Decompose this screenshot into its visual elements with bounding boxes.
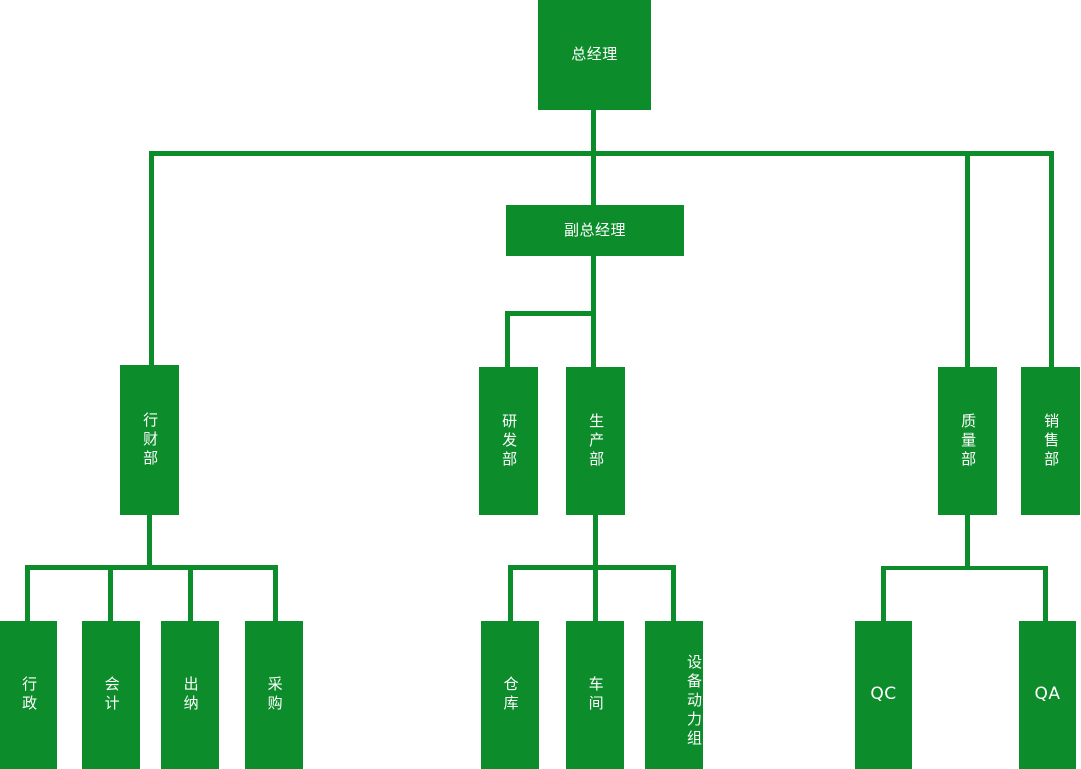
connector-quality-bus (881, 566, 1048, 570)
node-equipment-power-group[interactable]: 设备动力组 (645, 621, 703, 769)
connector-drop-administration (25, 565, 30, 623)
node-purchasing[interactable]: 采购 (245, 621, 303, 769)
node-qa[interactable]: QA (1019, 621, 1076, 769)
connector-quality-stem (965, 512, 970, 569)
connector-production-stem (593, 512, 598, 569)
connector-drop-quality (965, 151, 970, 367)
node-deputy-general-manager[interactable]: 副总经理 (506, 205, 684, 256)
connector-admin-finance-stem (147, 512, 152, 569)
node-admin-finance-dept[interactable]: 行财部 (120, 365, 179, 515)
connector-admin-finance-bus (25, 565, 278, 570)
node-production-dept[interactable]: 生产部 (566, 367, 625, 515)
connector-drop-equipment-power (671, 565, 676, 623)
node-rnd-dept[interactable]: 研发部 (479, 367, 538, 515)
connector-drop-purchasing (273, 565, 278, 623)
connector-deputy-branch-bus (505, 311, 596, 316)
node-sales-dept[interactable]: 销售部 (1021, 367, 1080, 515)
connector-top-bus (149, 151, 1054, 156)
node-qc[interactable]: QC (855, 621, 912, 769)
connector-drop-deputy-gm (591, 151, 596, 207)
connector-drop-admin-finance (149, 151, 154, 367)
connector-drop-accounting (108, 565, 113, 623)
connector-drop-sales (1049, 151, 1054, 367)
node-warehouse[interactable]: 仓库 (481, 621, 539, 769)
connector-drop-warehouse (508, 565, 513, 623)
node-general-manager[interactable]: 总经理 (538, 0, 651, 110)
connector-drop-workshop (593, 565, 598, 623)
node-administration[interactable]: 行政 (0, 621, 57, 769)
connector-drop-qa (1043, 566, 1048, 623)
connector-drop-rnd (505, 311, 510, 369)
node-quality-dept[interactable]: 质量部 (938, 367, 997, 515)
connector-drop-cashier (188, 565, 193, 623)
node-cashier[interactable]: 出纳 (161, 621, 219, 769)
connector-gm-stem (591, 110, 596, 156)
connector-production-bus (508, 565, 676, 570)
node-accounting[interactable]: 会计 (82, 621, 140, 769)
connector-drop-qc (881, 566, 886, 623)
node-workshop[interactable]: 车间 (566, 621, 624, 769)
